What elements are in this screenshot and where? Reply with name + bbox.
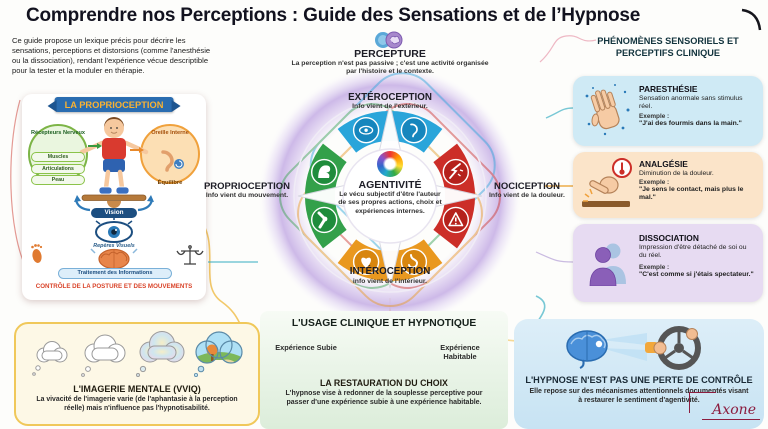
steering-wheel-icon	[645, 326, 701, 370]
exteroception-label: EXTÉROCEPTION	[348, 92, 432, 103]
ear-icon	[161, 150, 184, 172]
dissociation-example: "C'est comme si j'étais spectateur."	[639, 271, 754, 278]
heart-icon	[352, 248, 380, 276]
nociception-desc: Info vient de la douleur.	[489, 192, 565, 199]
imagerie-desc: La vivacité de l'imagerie varie (de l'ap…	[36, 396, 238, 412]
logo-text: Axone	[702, 402, 760, 420]
proprioception-banner: LA PROPRIOCEPTION	[47, 97, 181, 112]
hypnose-icons	[566, 326, 701, 370]
agentivite-label: AGENTIVITÉ	[358, 179, 422, 191]
logo-frame	[689, 392, 716, 413]
hypnose-card: L'HYPNOSE N'EST PAS UNE PERTE DE CONTRÔL…	[514, 319, 764, 429]
brand-logo: Axone	[688, 392, 762, 426]
perception-label: PERCEPTURE	[354, 48, 426, 60]
double-silhouette-icon	[589, 243, 626, 286]
analgesie-example-label: Exemple :	[639, 179, 670, 186]
paresthesie-example-label: Exemple :	[639, 113, 670, 120]
usage-subtitle: LA RESTAURATION DU CHOIX	[320, 378, 448, 388]
receptor-item: Peau	[31, 175, 85, 185]
interoception-label: INTÉROCEPTION	[349, 266, 431, 277]
paresthesie-card: PARESTHÉSIE Sensation anormale sans stim…	[573, 76, 763, 146]
intro-text: Ce guide propose un lexique précis pour …	[12, 36, 211, 75]
stomach-icon	[400, 248, 428, 276]
rainbow-spiral-icon	[377, 151, 403, 177]
dissociation-desc: Impression d'être détaché de soi ou du r…	[639, 244, 747, 260]
interoception-desc: info vient de l'intérieur.	[352, 278, 428, 285]
hypnose-desc: Elle repose sur des mécanismes attention…	[529, 388, 749, 404]
muscle-icon	[310, 158, 338, 186]
proprioception-footer: CONTRÔLE DE LA POSTURE ET DES MOUVEMENTS	[35, 283, 193, 290]
nerve-pain-icon	[442, 158, 470, 186]
clinical-panel-header: PHÉNOMÈNES SENSORIELS ET PERCEPTIFS CLIN…	[597, 36, 739, 58]
perception-desc: La perception n'est pas passive ; c'est …	[291, 60, 489, 76]
receptor-item: Articulations	[31, 163, 85, 174]
paresthesie-example: "J'ai des fourmis dans la main."	[639, 120, 742, 127]
agentivite-circle	[342, 148, 438, 244]
hypnose-title: L'HYPNOSE N'EST PAS UNE PERTE DE CONTRÔL…	[525, 375, 753, 385]
warning-icon	[442, 206, 470, 234]
paresthesie-title: PARESTHÉSIE	[639, 84, 698, 94]
page-title: Comprendre nos Perceptions : Guide des S…	[26, 5, 641, 26]
usage-left-label: Expérience Subie	[275, 343, 337, 352]
thought-bubbles-icon	[32, 331, 243, 378]
vision-label: Vision	[91, 208, 137, 218]
inner-ear-title: Oreille Interne	[151, 130, 189, 136]
usage-card: L'USAGE CLINIQUE ET HYPNOTIQUE Expérienc…	[260, 311, 508, 429]
processing-label: Traitement des Informations	[58, 268, 172, 279]
dissociation-example-label: Exemple :	[639, 264, 670, 271]
eye-icon	[352, 116, 380, 144]
usage-right-label: Expérience Habitable	[440, 343, 480, 362]
brain-beam-icon	[566, 330, 647, 369]
exteroception-desc: Info vient de l'extérieur.	[352, 103, 428, 110]
footprint-icon	[31, 244, 43, 263]
agentivite-desc: Le vécu subjectif d'être l'auteur de ses…	[338, 191, 442, 215]
receptors-items: Muscles Articulations Peau	[31, 152, 85, 187]
eye-illustration	[95, 216, 133, 243]
brain-illustration	[90, 248, 138, 270]
proprioception-desc: Info vient du mouvement.	[205, 192, 289, 199]
finger-touch-thermometer-icon	[582, 158, 632, 207]
proprioception-card: LA PROPRIOCEPTION	[22, 94, 206, 300]
analgesie-example: "Je sens le contact, mais plus le mal."	[639, 186, 744, 202]
perception-icon	[368, 31, 408, 54]
imagerie-title: L'IMAGERIE MENTALE (VVIQ)	[73, 384, 201, 394]
balance-boy-illustration	[79, 117, 149, 208]
vision-caption: Repères Visuels	[93, 243, 135, 249]
dissociation-card: DISSOCIATION Impression d'être détaché d…	[573, 224, 763, 302]
imagerie-card: L'IMAGERIE MENTALE (VVIQ) La vivacité de…	[14, 322, 260, 426]
receptor-item: Muscles	[31, 152, 85, 162]
proprioception-illustration	[28, 117, 204, 270]
dissociation-title: DISSOCIATION	[639, 233, 699, 243]
usage-desc: L'hypnose vise à redonner de la soupless…	[285, 390, 483, 406]
hand-tingling-icon	[585, 84, 630, 136]
ear-icon	[400, 116, 428, 144]
corner-mark	[741, 8, 762, 31]
analgesie-card: ANALGÉSIE Diminution de la douleur. Exem…	[573, 152, 763, 218]
paresthesie-desc: Sensation anormale sans stimulus réel.	[639, 95, 743, 111]
usage-title: L'USAGE CLINIQUE ET HYPNOTIQUE	[291, 318, 477, 329]
scales-icon	[176, 245, 204, 265]
nociception-label: NOCICEPTION	[494, 181, 560, 192]
proprioception-label: PROPRIOCEPTION	[203, 181, 291, 192]
receptors-title: Récepteurs Nerveux	[30, 130, 86, 136]
joint-icon	[310, 206, 338, 234]
analgesie-desc: Diminution de la douleur.	[639, 170, 714, 177]
perception-wheel	[258, 64, 522, 328]
analgesie-title: ANALGÉSIE	[639, 159, 688, 169]
inner-ear-item: Équilibre	[157, 180, 183, 186]
